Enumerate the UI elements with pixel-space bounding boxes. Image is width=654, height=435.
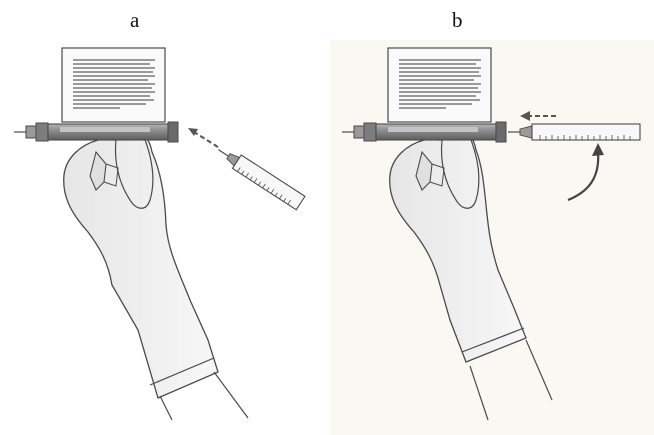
pen-device-icon: [342, 121, 507, 143]
panel-a: [14, 47, 306, 421]
instruction-leaflet-icon: [387, 47, 492, 123]
insertion-arrow-icon: [188, 128, 219, 148]
panel-label-a: a: [130, 8, 140, 32]
syringe-icon: [508, 123, 641, 141]
hand-icon: [63, 126, 249, 421]
insertion-arrow-icon: [520, 111, 556, 121]
panel-label-b: b: [452, 8, 463, 32]
panel-b: [330, 40, 654, 435]
rotation-arrow-icon: [567, 143, 604, 202]
pen-device-icon: [14, 121, 179, 143]
instruction-leaflet-icon: [61, 47, 166, 123]
syringe-icon: [218, 149, 306, 211]
